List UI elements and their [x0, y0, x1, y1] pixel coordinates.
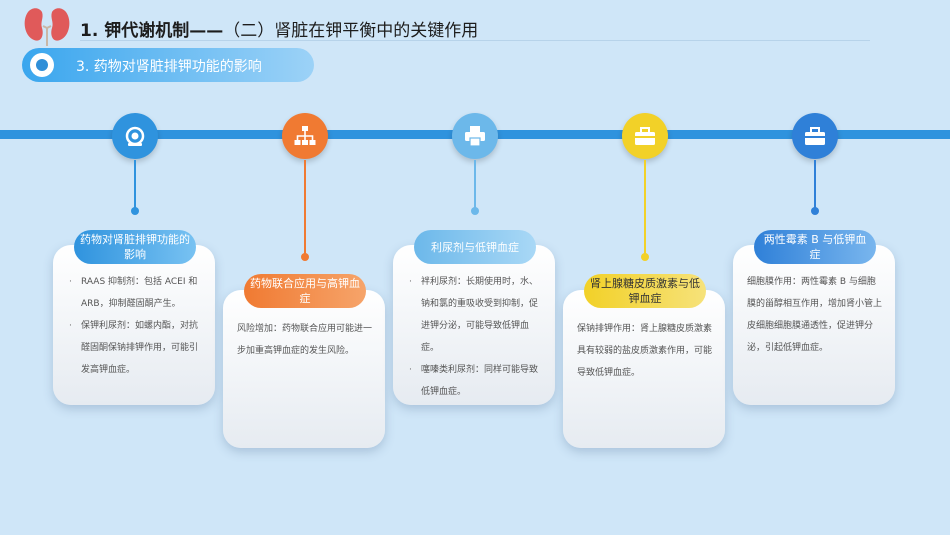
card-3-bullet-2: 噻嗪类利尿剂：同样可能导致低钾血症。 — [407, 359, 543, 403]
timeline-node-5 — [792, 113, 838, 159]
section-title: 3. 药物对肾脏排钾功能的影响 — [76, 59, 262, 75]
printer-icon — [465, 126, 485, 147]
card-4-text: 保钠排钾作用：肾上腺糖皮质激素具有较弱的盐皮质激素作用，可能导致低钾血症。 — [577, 324, 713, 378]
page-title: 1. 钾代谢机制——（二）肾脏在钾平衡中的关键作用 — [80, 21, 479, 41]
card-5-text: 细胞膜作用：两性霉素 B 与细胞膜的甾醇相互作用，增加肾小管上皮细胞细胞膜通透性… — [747, 277, 883, 353]
card-1-bullet-2: 保钾利尿剂：如螺内酯，对抗醛固酮保钠排钾作用，可能引发高钾血症。 — [67, 315, 203, 381]
timeline-dot-4 — [641, 253, 649, 261]
card-3-bullet-1: 袢利尿剂：长期使用时，水、钠和氯的重吸收受到抑制，促进钾分泌，可能导致低钾血症。 — [407, 271, 543, 359]
timeline-dot-1 — [131, 207, 139, 215]
timeline-node-4 — [622, 113, 668, 159]
card-4-tag: 肾上腺糖皮质激素与低钾血症 — [584, 274, 706, 308]
toolbox-icon — [635, 127, 655, 145]
timeline-node-3 — [452, 113, 498, 159]
network-icon — [294, 126, 316, 145]
target-icon — [125, 126, 145, 146]
timeline-stem-4 — [644, 160, 646, 255]
card-1-bullet-1: RAAS 抑制剂：包括 ACEI 和 ARB，抑制醛固酮产生。 — [67, 271, 203, 315]
card-1: RAAS 抑制剂：包括 ACEI 和 ARB，抑制醛固酮产生。 保钾利尿剂：如螺… — [53, 245, 215, 405]
timeline-node-1 — [112, 113, 158, 159]
timeline-dot-2 — [301, 253, 309, 261]
timeline-dot-3 — [471, 207, 479, 215]
card-5-tag: 两性霉素 B 与低钾血症 — [754, 230, 876, 264]
timeline-node-2 — [282, 113, 328, 159]
header-divider — [80, 40, 870, 41]
section-banner: 3. 药物对肾脏排钾功能的影响 — [22, 48, 314, 82]
card-2-tag: 药物联合应用与高钾血症 — [244, 274, 366, 308]
card-5: 细胞膜作用：两性霉素 B 与细胞膜的甾醇相互作用，增加肾小管上皮细胞细胞膜通透性… — [733, 245, 895, 405]
timeline-stem-3 — [474, 160, 476, 210]
section-bullet-icon — [30, 53, 54, 77]
timeline-stem-1 — [134, 160, 136, 210]
card-3-tag: 利尿剂与低钾血症 — [414, 230, 536, 264]
kidney-icon — [24, 8, 70, 46]
card-4: 保钠排钾作用：肾上腺糖皮质激素具有较弱的盐皮质激素作用，可能导致低钾血症。 — [563, 290, 725, 448]
timeline-stem-5 — [814, 160, 816, 210]
timeline-dot-5 — [811, 207, 819, 215]
card-3: 袢利尿剂：长期使用时，水、钠和氯的重吸收受到抑制，促进钾分泌，可能导致低钾血症。… — [393, 245, 555, 405]
briefcase-icon — [805, 127, 825, 145]
timeline-stem-2 — [304, 160, 306, 255]
card-2: 风险增加：药物联合应用可能进一步加重高钾血症的发生风险。 — [223, 290, 385, 448]
card-1-tag: 药物对肾脏排钾功能的影响 — [74, 230, 196, 264]
card-2-text: 风险增加：药物联合应用可能进一步加重高钾血症的发生风险。 — [237, 324, 373, 356]
